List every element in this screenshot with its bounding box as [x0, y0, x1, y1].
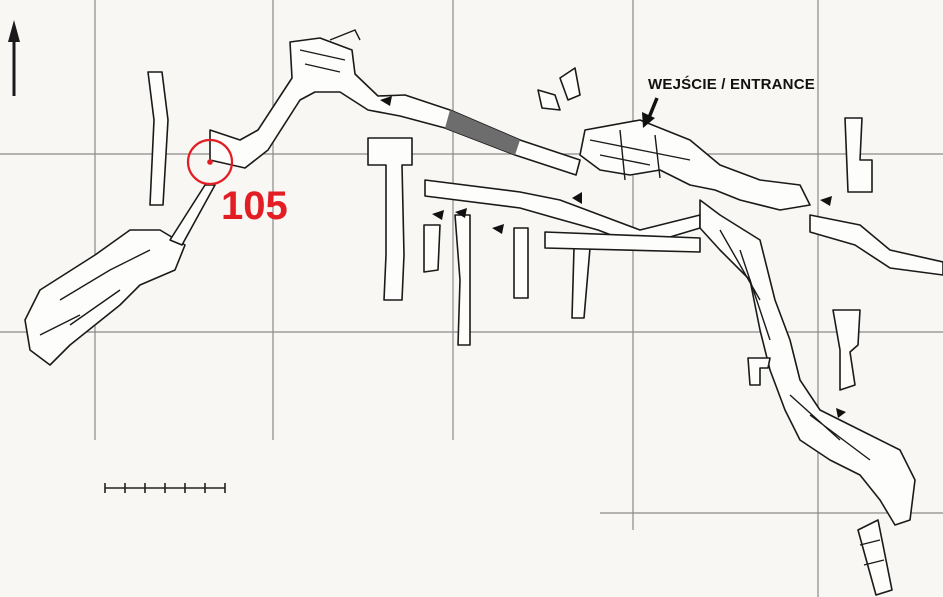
passage-direction-arrows: [380, 96, 846, 418]
north-arrow-icon: [8, 20, 20, 96]
entrance-label: WEJŚCIE / ENTRANCE: [648, 76, 815, 93]
cave-passages: [24, 29, 943, 596]
location-marker-icon: [186, 138, 234, 186]
marker-number-label: 105: [221, 184, 288, 228]
scale-bar-icon: [104, 483, 226, 493]
entrance-arrow-icon: [642, 97, 659, 128]
